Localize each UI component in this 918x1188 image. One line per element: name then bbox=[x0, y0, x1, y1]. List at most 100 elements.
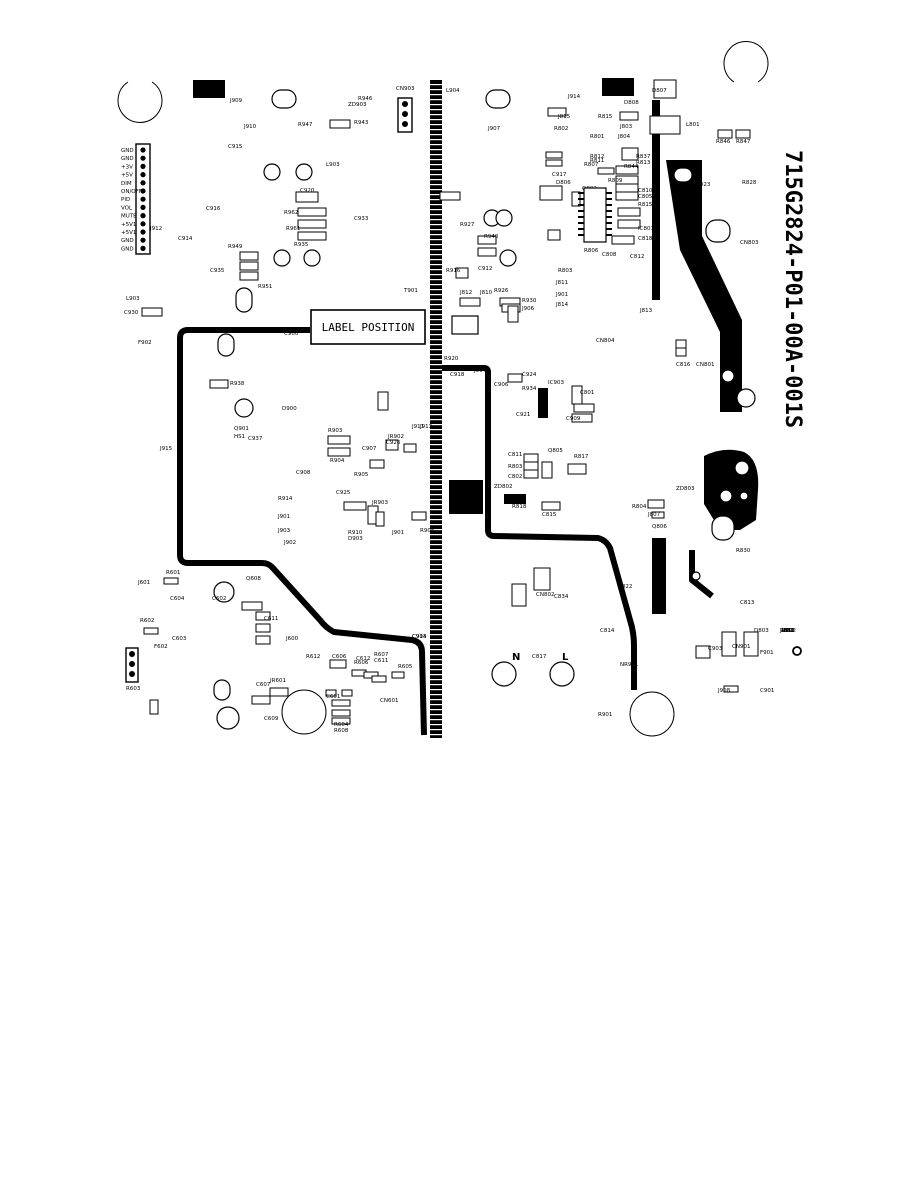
connector-pin bbox=[140, 245, 146, 251]
black-bar-right-vertical bbox=[652, 538, 666, 614]
center-bar-dash bbox=[430, 124, 442, 126]
center-bar-dash bbox=[430, 444, 442, 446]
designator-label: R811 bbox=[590, 158, 604, 164]
center-bar-dash bbox=[430, 159, 442, 161]
connector-pin bbox=[140, 172, 146, 178]
center-bar-dash bbox=[430, 374, 442, 376]
center-bar-dash bbox=[430, 134, 442, 136]
designator-label: C611 bbox=[264, 616, 278, 622]
center-bar-dash bbox=[430, 509, 442, 511]
designator-label: C607 bbox=[256, 682, 271, 688]
connector-pin-label: GND bbox=[121, 238, 134, 244]
designator-label: Q608 bbox=[246, 576, 261, 582]
center-bar-dash bbox=[430, 614, 442, 616]
designator-label: R935 bbox=[294, 242, 309, 248]
designator-label: J814 bbox=[555, 302, 569, 308]
center-bar-dash bbox=[430, 354, 442, 356]
label-position-box: LABEL POSITION bbox=[310, 309, 426, 345]
cn602-connector bbox=[125, 647, 139, 683]
component-footprint bbox=[239, 271, 259, 281]
center-bar-dash bbox=[430, 679, 442, 681]
designator-label: ZD803 bbox=[676, 486, 695, 492]
component-footprint bbox=[573, 403, 595, 413]
designator-label: R904 bbox=[330, 458, 345, 464]
connector-pin-label: GND bbox=[121, 148, 134, 154]
designator-label: R940 bbox=[484, 234, 499, 240]
designator-label: C914 bbox=[178, 236, 193, 242]
designator-label: R603 bbox=[126, 686, 141, 692]
center-bar-dash bbox=[430, 139, 442, 141]
designator-label: D808 bbox=[624, 100, 639, 106]
component-footprint bbox=[163, 577, 179, 585]
component-footprint bbox=[439, 191, 461, 201]
designator-label: L801 bbox=[686, 122, 700, 128]
designator-label: C937 bbox=[248, 436, 263, 442]
designator-label: R608 bbox=[334, 728, 349, 734]
designator-label: J913 bbox=[419, 424, 433, 430]
center-bar-dash bbox=[430, 249, 442, 251]
connector-pin-label: GND bbox=[121, 246, 134, 252]
center-bar-dash bbox=[430, 499, 442, 501]
center-bar-dash bbox=[430, 644, 442, 646]
designator-label: JR802 bbox=[779, 628, 796, 634]
component-footprint bbox=[695, 645, 711, 659]
connector-pin bbox=[140, 180, 146, 186]
designator-label: C810 bbox=[638, 188, 653, 194]
component-footprint bbox=[255, 635, 271, 645]
center-bar-dash bbox=[430, 634, 442, 636]
component-footprint bbox=[675, 347, 687, 357]
center-bar-dash bbox=[430, 609, 442, 611]
designator-label: L802 bbox=[780, 628, 794, 634]
center-bar-dash bbox=[430, 729, 442, 731]
component-footprint bbox=[343, 501, 367, 511]
component-footprint bbox=[615, 165, 639, 175]
designator-label: J810 bbox=[479, 290, 493, 296]
center-bar-dash bbox=[430, 214, 442, 216]
designator-label: Q806 bbox=[652, 524, 667, 530]
center-bar-dash bbox=[430, 564, 442, 566]
component-footprint bbox=[615, 191, 639, 201]
designator-label: HS1 bbox=[234, 434, 245, 440]
component-footprint bbox=[511, 583, 527, 607]
center-bar-dash bbox=[430, 239, 442, 241]
cn901-connector: GNDGND+3V+5VDIMON/OFFPIDVOLMUTE+5V1+5V1G… bbox=[121, 143, 151, 255]
component-footprint bbox=[149, 699, 159, 715]
center-bar-dash bbox=[430, 269, 442, 271]
designator-label: C900 bbox=[284, 331, 299, 337]
center-bar-dash bbox=[430, 149, 442, 151]
center-bar-dash bbox=[430, 264, 442, 266]
designator-label: CN801 bbox=[696, 362, 714, 368]
designator-label: J811 bbox=[555, 280, 568, 286]
component-footprint bbox=[649, 115, 681, 135]
designator-label: C601 bbox=[326, 694, 340, 700]
component-footprint bbox=[743, 631, 759, 657]
designator-label: R806 bbox=[584, 248, 599, 254]
connector-pin bbox=[140, 155, 146, 161]
designator-label: J601 bbox=[137, 580, 150, 586]
designator-label: C909 bbox=[566, 416, 581, 422]
component-footprint bbox=[143, 627, 159, 635]
connector-pin bbox=[140, 221, 146, 227]
center-bar-dash bbox=[430, 199, 442, 201]
designator-label: C818 bbox=[638, 236, 653, 242]
designator-label: R813 bbox=[636, 160, 651, 166]
part-number: 715G2824-P01-00A-001S bbox=[780, 150, 805, 428]
designator-label: C925 bbox=[336, 490, 351, 496]
designator-label: C817 bbox=[532, 654, 547, 660]
component-footprint bbox=[619, 111, 639, 121]
designator-label: R946 bbox=[358, 96, 373, 102]
component-footprint bbox=[651, 511, 665, 519]
designator-label: R920 bbox=[444, 356, 459, 362]
center-bar-dash bbox=[430, 234, 442, 236]
center-bar-dash bbox=[430, 279, 442, 281]
connector-pin-label: +5V1 bbox=[121, 230, 136, 236]
designator-label: C921 bbox=[516, 412, 530, 418]
designator-label: R801 bbox=[590, 134, 604, 140]
designator-label: R818 bbox=[512, 504, 527, 510]
connector-pin-label: +5V bbox=[121, 173, 133, 179]
component-footprint bbox=[255, 611, 271, 621]
center-bar-dash bbox=[430, 254, 442, 256]
designator-label: J915 bbox=[159, 446, 173, 452]
